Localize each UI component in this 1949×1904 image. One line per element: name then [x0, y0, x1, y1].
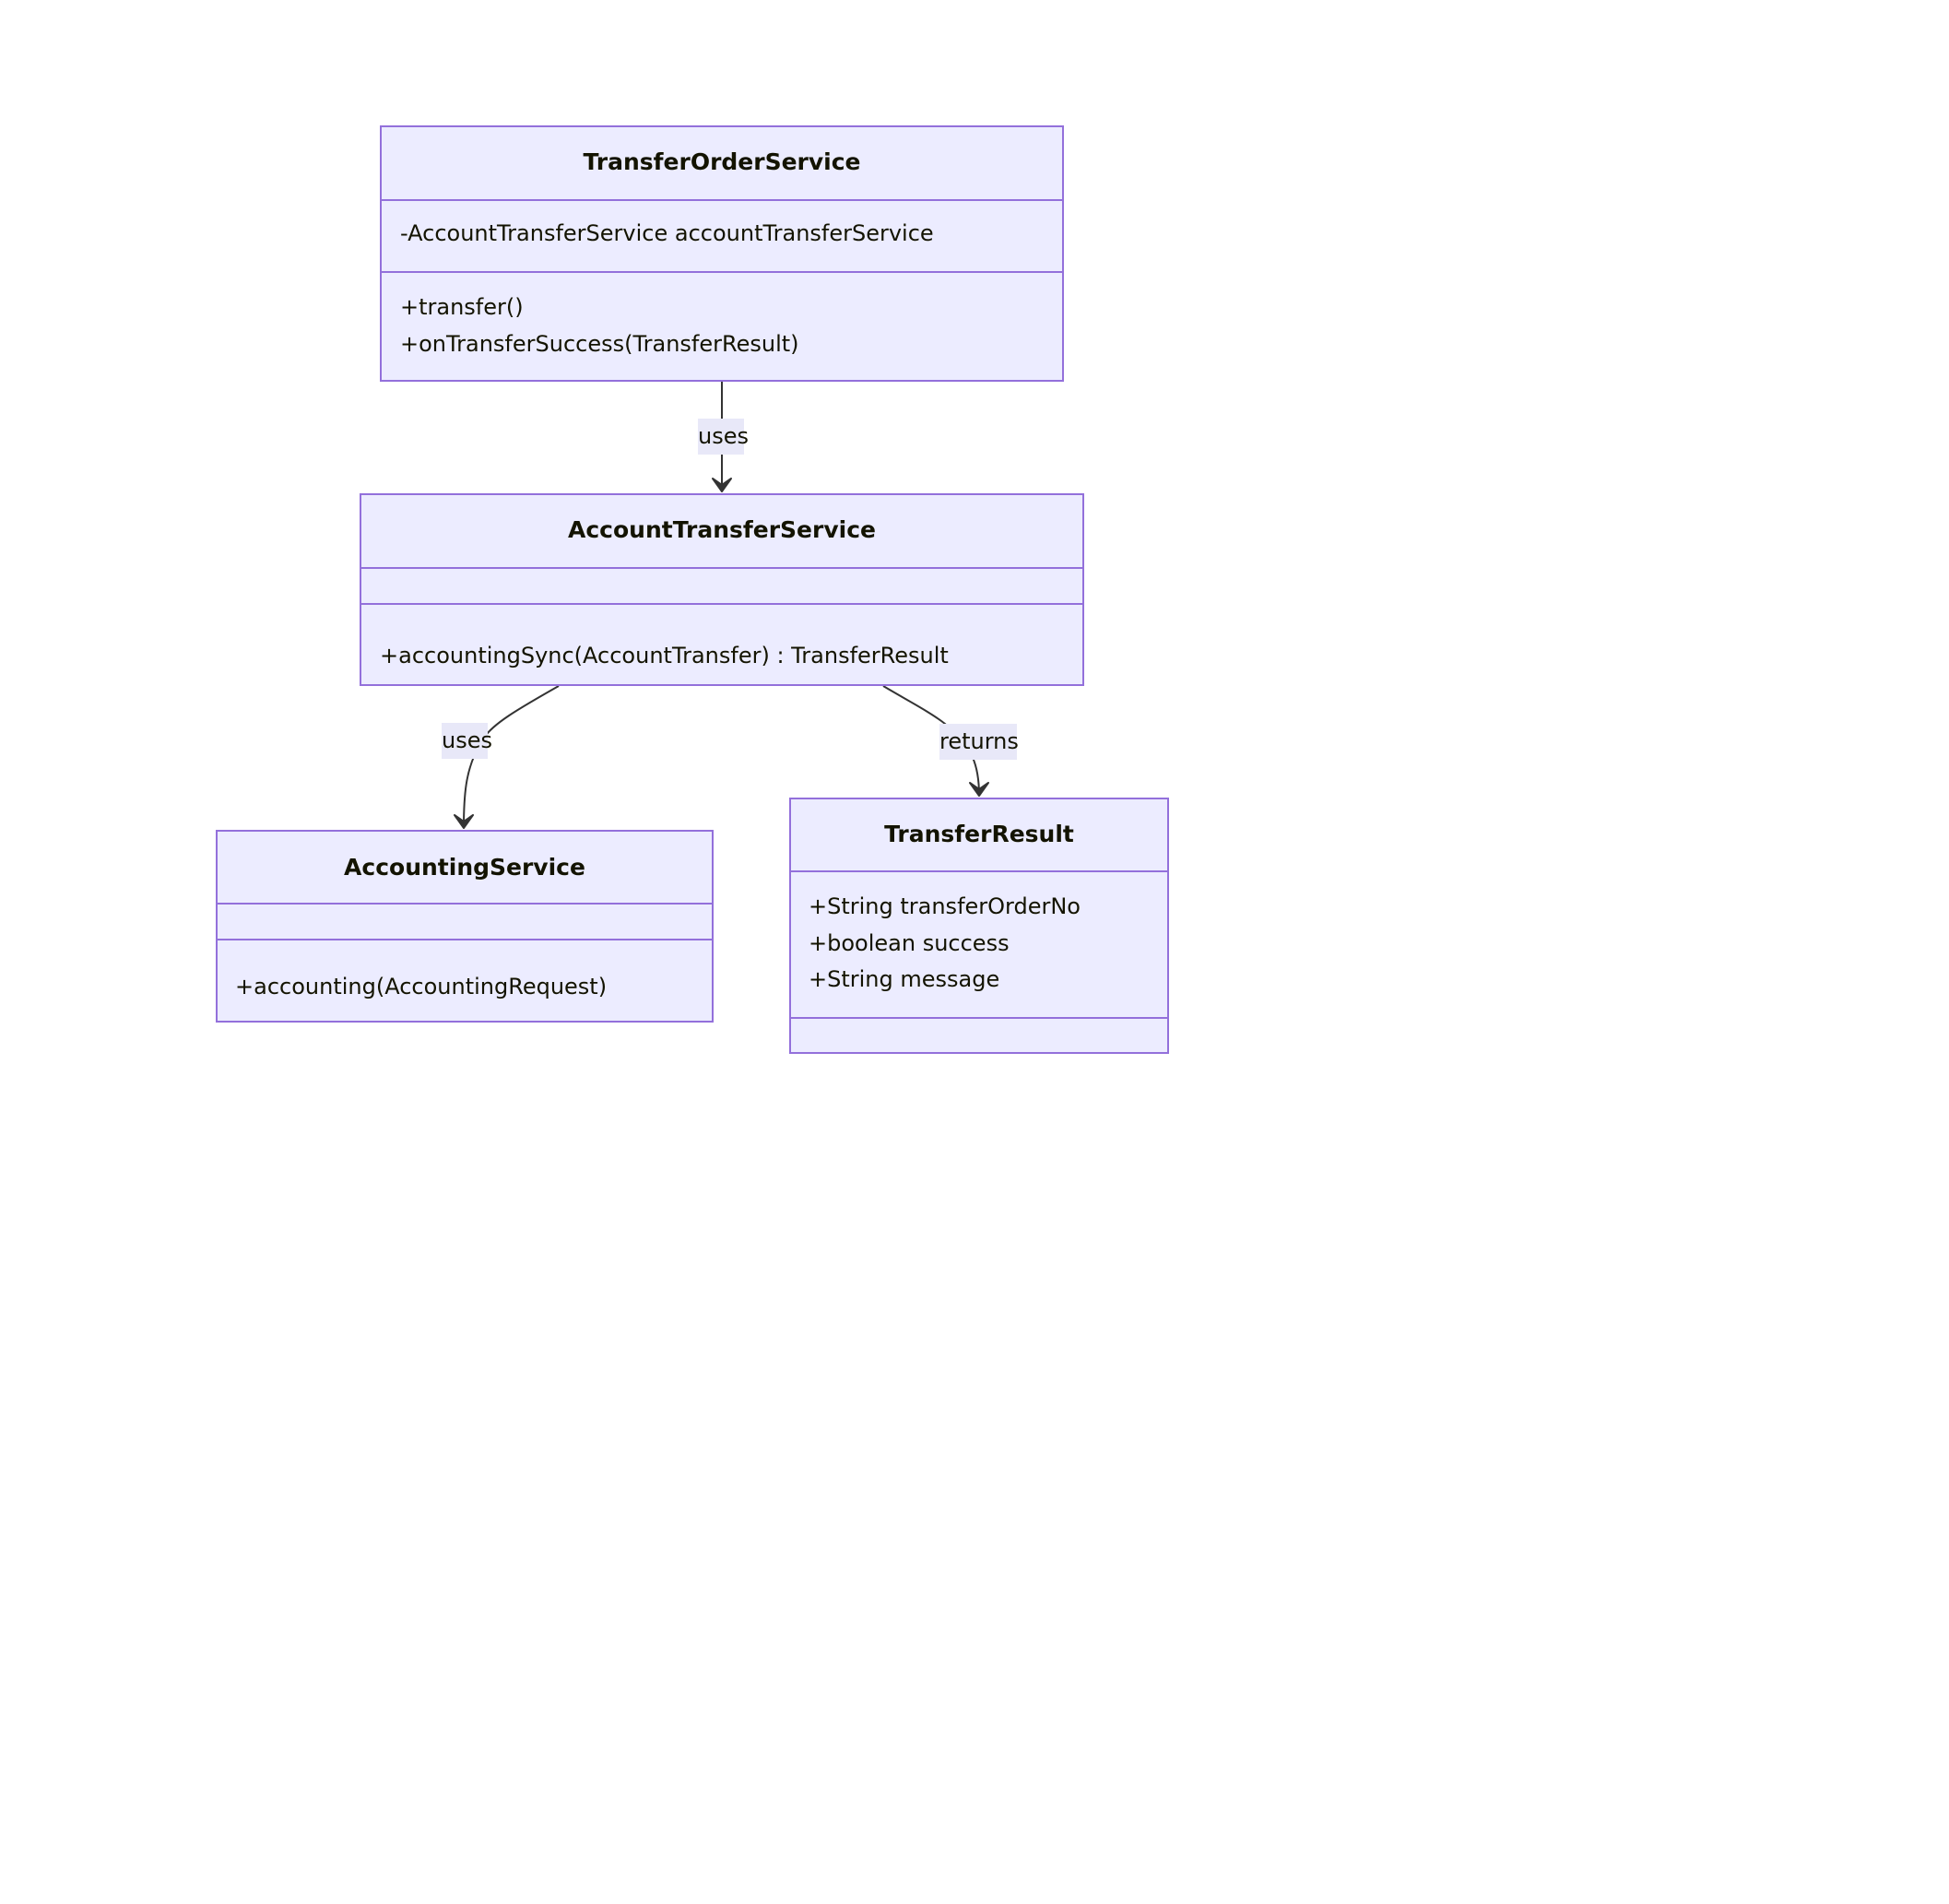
section-divider — [361, 603, 1082, 605]
class-name: TransferResult — [884, 821, 1074, 847]
arrowhead-icon — [712, 478, 732, 492]
attribute: -AccountTransferService accountTransferS… — [400, 220, 934, 246]
class-name: TransferOrderService — [583, 148, 861, 175]
section-divider — [361, 567, 1082, 569]
section-divider — [382, 199, 1062, 201]
arrowhead-icon — [969, 782, 989, 797]
attribute: +String transferOrderNo — [809, 893, 1081, 919]
section-divider — [791, 1017, 1167, 1019]
edge-label-returns: returns — [939, 724, 1019, 760]
section-divider — [218, 903, 712, 905]
method: +onTransferSuccess(TransferResult) — [400, 331, 799, 357]
class-name: AccountingService — [344, 854, 585, 881]
class-accounting-service[interactable]: AccountingService +accounting(Accounting… — [216, 830, 714, 1023]
class-transfer-result[interactable]: TransferResult +String transferOrderNo +… — [789, 798, 1169, 1054]
class-name: AccountTransferService — [568, 516, 876, 543]
edge-label-uses-1: uses — [698, 419, 749, 455]
class-account-transfer-service[interactable]: AccountTransferService +accountingSync(A… — [360, 493, 1084, 686]
section-divider — [218, 939, 712, 940]
attribute: +String message — [809, 966, 1000, 992]
section-divider — [791, 870, 1167, 872]
arrowhead-icon — [454, 814, 474, 829]
section-divider — [382, 271, 1062, 273]
method: +accountingSync(AccountTransfer) : Trans… — [380, 643, 949, 668]
method: +accounting(AccountingRequest) — [235, 974, 608, 999]
edge-label-uses-2: uses — [442, 723, 492, 759]
class-transfer-order-service[interactable]: TransferOrderService -AccountTransferSer… — [380, 125, 1064, 382]
attribute: +boolean success — [809, 930, 1010, 956]
method: +transfer() — [400, 294, 524, 320]
